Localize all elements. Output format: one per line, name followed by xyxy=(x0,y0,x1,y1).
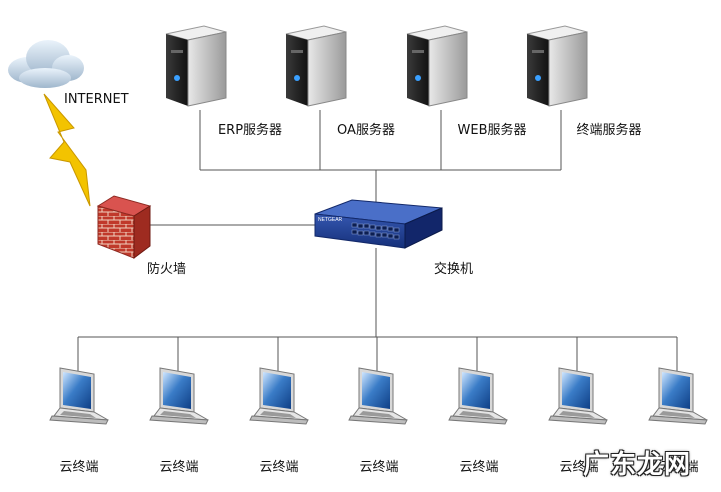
laptop-icon xyxy=(348,367,408,425)
server-terminal-icon xyxy=(526,25,588,107)
switch-label: 交换机 xyxy=(434,262,474,277)
laptop-icon xyxy=(49,367,109,425)
watermark-text: 广东龙网 xyxy=(583,450,692,480)
firewall-icon xyxy=(96,195,152,259)
client-label: 云终端 xyxy=(59,460,99,475)
server-erp-icon xyxy=(165,25,227,107)
firewall-label: 防火墙 xyxy=(147,262,187,277)
client-label: 云终端 xyxy=(359,460,399,475)
client-label: 云终端 xyxy=(459,460,499,475)
laptop-icon xyxy=(448,367,508,425)
client-label: 云终端 xyxy=(659,460,699,475)
switch-brand-text: NETGEAR xyxy=(318,217,343,223)
internet-label: INTERNET xyxy=(64,92,129,107)
client-label: 云终端 xyxy=(559,460,599,475)
laptop-icons xyxy=(49,367,708,425)
client-label: 云终端 xyxy=(159,460,199,475)
laptop-icon xyxy=(548,367,608,425)
lightning-icon xyxy=(43,93,91,207)
server-label-oa: OA服务器 xyxy=(337,123,395,138)
server-web-icon xyxy=(406,25,468,107)
client-label: 云终端 xyxy=(259,460,299,475)
laptop-icon xyxy=(149,367,209,425)
server-oa-icon xyxy=(285,25,347,107)
cloud-icon xyxy=(8,40,84,88)
server-label-terminal: 终端服务器 xyxy=(576,123,642,138)
server-label-erp: ERP服务器 xyxy=(217,123,283,138)
laptop-icon xyxy=(648,367,708,425)
laptop-icon xyxy=(249,367,309,425)
server-icons xyxy=(165,25,588,107)
server-label-web: WEB服务器 xyxy=(457,123,527,138)
switch-icon: NETGEAR xyxy=(314,199,443,249)
